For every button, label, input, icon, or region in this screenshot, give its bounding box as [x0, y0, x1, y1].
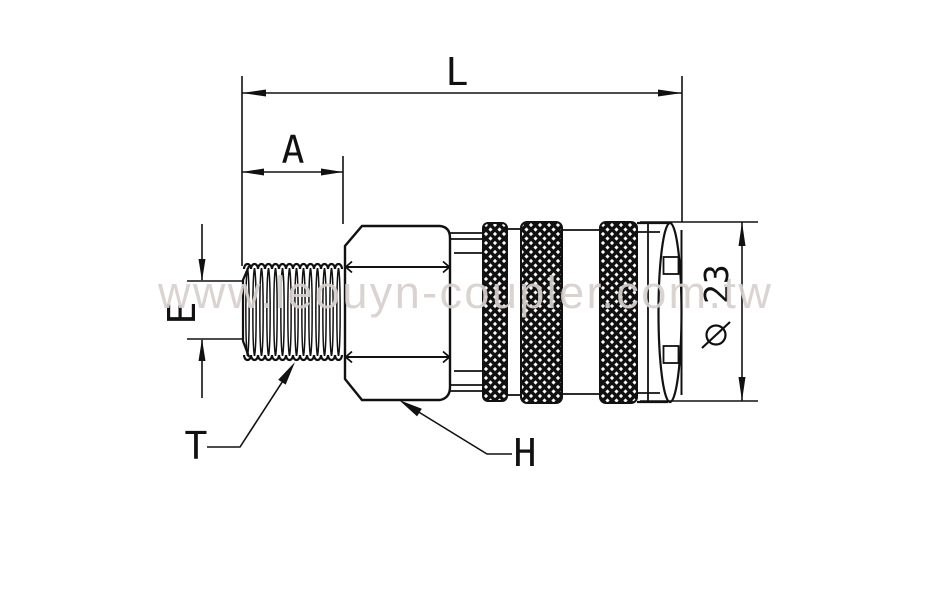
watermark-text: www.leouyn-coupler.com.tw: [157, 267, 773, 318]
hex-outline: [343, 224, 452, 402]
dimension-overall-length: L: [241, 50, 683, 266]
coupler-part: [241, 221, 683, 404]
thread-tip-face: [241, 265, 251, 358]
sleeve-section: [482, 221, 638, 404]
arrowhead-down: [738, 377, 746, 401]
knurl-band-2: [520, 221, 563, 404]
leader-line: [207, 369, 291, 448]
thread-section: [241, 262, 344, 362]
dimension-label-E: E: [160, 302, 204, 325]
hex-body: [343, 224, 452, 402]
callout-label-H: H: [514, 431, 537, 475]
dimension-tip-diameter: E: [160, 224, 244, 398]
dimension-label-A: A: [282, 128, 305, 172]
arrowhead-down: [198, 259, 206, 281]
leader-line: [403, 402, 512, 455]
hex-chamfer-mark: [344, 260, 353, 274]
arrowhead-left: [242, 168, 264, 176]
arrowhead-right: [658, 89, 682, 97]
knurl-band-3: [599, 221, 638, 404]
locking-ball-upper: [662, 256, 680, 275]
thread-crest-top: [242, 262, 344, 270]
dimension-body-diameter: 23: [640, 221, 758, 402]
hex-chamfer-mark: [344, 350, 353, 364]
thread-crest-bottom: [242, 354, 344, 362]
callout-label-T: T: [185, 424, 208, 468]
arrowhead-up: [738, 222, 746, 246]
thread-ridges: [244, 268, 342, 356]
arrowhead: [399, 400, 422, 417]
neck-section: [450, 232, 483, 392]
locking-ball-lower: [662, 345, 680, 364]
arrowhead-up: [198, 339, 206, 361]
callout-thread: T: [185, 362, 295, 468]
hex-chamfer-mark: [442, 260, 451, 274]
knurl-band-1: [482, 222, 508, 402]
hex-chamfer-mark: [442, 350, 451, 364]
arrowhead-left: [242, 89, 266, 97]
callout-hex: H: [399, 400, 536, 475]
dimension-thread-length: A: [242, 128, 344, 224]
dimension-label-L: L: [446, 50, 469, 94]
end-cap-section: [637, 221, 683, 404]
diameter-symbol-icon: [701, 321, 731, 349]
body-diameter-label: 23: [697, 264, 736, 349]
dimension-value-23: 23: [697, 264, 736, 304]
arrowhead-right: [321, 168, 343, 176]
arrowhead: [278, 362, 295, 385]
